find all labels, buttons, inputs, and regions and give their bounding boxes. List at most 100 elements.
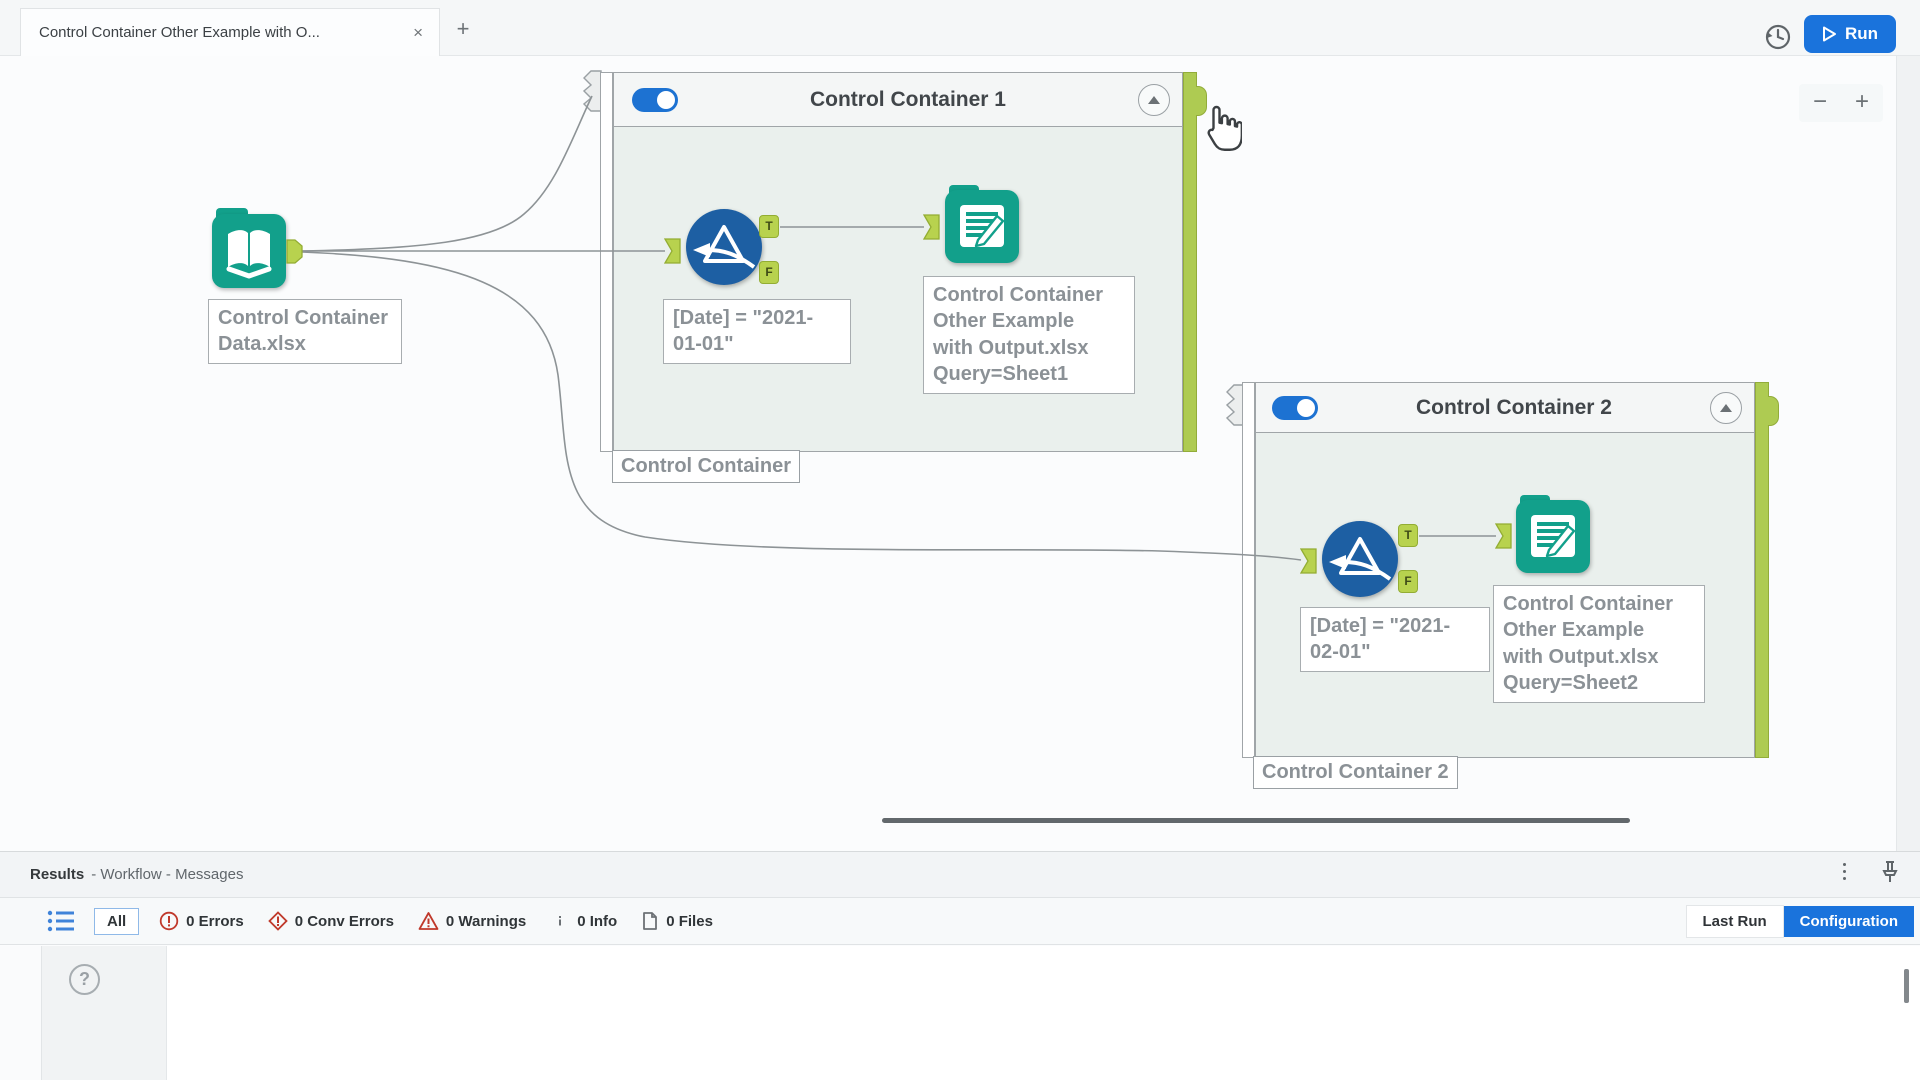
filter1-annotation-line2: 01-01" (673, 331, 841, 357)
container1-header[interactable]: Control Container 1 (614, 73, 1182, 127)
file-icon (641, 911, 659, 931)
results-header: Results - Workflow - Messages (0, 851, 1920, 897)
filter2-annotation-line1: [Date] = "2021- (1310, 613, 1480, 639)
canvas-vertical-scrollbar[interactable] (1896, 56, 1920, 851)
conv-error-icon (268, 911, 288, 931)
container2-output-anchor[interactable] (1768, 396, 1779, 426)
filter-errors-button[interactable]: 0 Errors (159, 911, 244, 931)
message-list-icon[interactable] (46, 908, 76, 934)
last-run-tab[interactable]: Last Run (1686, 905, 1784, 938)
output1-annotation-line2: Other Example (933, 308, 1125, 334)
container1-output-bar (1183, 72, 1197, 452)
filter1-false-anchor[interactable]: F (759, 261, 779, 284)
filter1-annotation[interactable]: [Date] = "2021- 01-01" (663, 299, 851, 364)
output1-annotation-line4: Query=Sheet1 (933, 361, 1125, 387)
pin-icon[interactable] (1878, 859, 1902, 885)
canvas-horizontal-scrollbar[interactable] (882, 818, 1630, 823)
output1-data-tool[interactable] (945, 190, 1019, 263)
container1-title: Control Container 1 (678, 88, 1138, 112)
zoom-in-button[interactable]: + (1846, 88, 1878, 118)
zoom-controls: − + (1799, 84, 1883, 122)
results-title: Results (30, 866, 84, 883)
filter1-tool[interactable] (686, 209, 762, 285)
conv-errors-count: 0 Conv Errors (295, 913, 394, 930)
filter-tool-icon (1322, 521, 1398, 597)
filter-conv-errors-button[interactable]: 0 Conv Errors (268, 911, 394, 931)
input-data-tool-icon (212, 214, 286, 288)
results-vertical-scrollbar[interactable] (1904, 969, 1909, 1003)
output2-annotation[interactable]: Control Container Other Example with Out… (1493, 585, 1705, 703)
output1-annotation-line3: with Output.xlsx (933, 335, 1125, 361)
output1-annotation-line1: Control Container (933, 282, 1125, 308)
toggle-knob (657, 91, 675, 109)
filter-all-button[interactable]: All (94, 908, 139, 935)
filter2-false-anchor[interactable]: F (1398, 570, 1418, 593)
close-tab-icon[interactable]: × (411, 23, 425, 43)
filter2-annotation[interactable]: [Date] = "2021- 02-01" (1300, 607, 1490, 672)
filter-files-button[interactable]: 0 Files (641, 911, 713, 931)
container2-output-bar (1755, 382, 1769, 758)
filter1-input-anchor[interactable] (664, 238, 681, 264)
input-data-tool[interactable] (212, 214, 286, 288)
container1-left-spine[interactable] (600, 72, 613, 452)
warning-icon (418, 911, 439, 931)
filter-tool-icon (686, 209, 762, 285)
history-icon[interactable] (1762, 21, 1794, 53)
filter2-true-anchor[interactable]: T (1398, 524, 1418, 547)
results-body (0, 946, 1920, 1080)
output-data-tool-icon (945, 190, 1019, 263)
container1-collapse-button[interactable] (1138, 84, 1170, 116)
container1-toggle[interactable] (632, 88, 678, 112)
filter1-annotation-line1: [Date] = "2021- (673, 305, 841, 331)
error-icon (159, 911, 179, 931)
errors-count: 0 Errors (186, 913, 244, 930)
container2-toggle[interactable] (1272, 396, 1318, 420)
results-menu-icon[interactable] (1843, 863, 1846, 880)
output2-annotation-line4: Query=Sheet2 (1503, 670, 1695, 696)
new-tab-button[interactable]: + (450, 16, 476, 42)
warnings-count: 0 Warnings (446, 913, 526, 930)
info-count: 0 Info (577, 913, 617, 930)
filter-info-button[interactable]: 0 Info (550, 911, 617, 931)
filter2-tool[interactable] (1322, 521, 1398, 597)
filter1-true-anchor[interactable]: T (759, 215, 779, 238)
output2-input-anchor[interactable] (1495, 523, 1512, 549)
container2-collapse-button[interactable] (1710, 392, 1742, 424)
input-tool-label-line2: Data.xlsx (218, 331, 392, 357)
container2-bottom-label[interactable]: Control Container 2 (1253, 756, 1458, 789)
toggle-knob (1297, 399, 1315, 417)
output-data-tool-icon (1516, 500, 1590, 573)
filter2-input-anchor[interactable] (1300, 548, 1317, 574)
output1-input-anchor[interactable] (923, 214, 940, 240)
container2-header[interactable]: Control Container 2 (1256, 383, 1754, 433)
input-tool-label[interactable]: Control Container Data.xlsx (208, 299, 402, 364)
output2-annotation-line2: Other Example (1503, 617, 1695, 643)
run-button[interactable]: Run (1804, 15, 1896, 53)
run-button-label: Run (1845, 24, 1878, 44)
container2-left-spine[interactable] (1242, 382, 1255, 758)
help-icon[interactable]: ? (69, 964, 100, 995)
hand-cursor (1200, 104, 1242, 158)
container1-bottom-label[interactable]: Control Container (612, 450, 800, 483)
zoom-out-button[interactable]: − (1804, 88, 1836, 118)
input-tool-output-anchor[interactable] (286, 239, 303, 264)
filter-warnings-button[interactable]: 0 Warnings (418, 911, 526, 931)
output2-data-tool[interactable] (1516, 500, 1590, 573)
input-tool-label-line1: Control Container (218, 305, 392, 331)
filter2-annotation-line2: 02-01" (1310, 639, 1480, 665)
workflow-tab[interactable]: Control Container Other Example with O..… (20, 8, 440, 56)
configuration-tab[interactable]: Configuration (1784, 906, 1914, 937)
chevron-up-icon (1720, 404, 1732, 412)
chevron-up-icon (1148, 96, 1160, 104)
play-icon (1822, 26, 1837, 42)
output2-annotation-line1: Control Container (1503, 591, 1695, 617)
results-subtitle: - Workflow - Messages (91, 866, 243, 883)
results-toolbar: All 0 Errors 0 Conv Errors 0 Warnings 0 … (0, 897, 1920, 945)
results-left-rail (0, 946, 42, 1080)
workflow-tab-title: Control Container Other Example with O..… (39, 24, 411, 41)
output1-annotation[interactable]: Control Container Other Example with Out… (923, 276, 1135, 394)
output2-annotation-line3: with Output.xlsx (1503, 644, 1695, 670)
results-gutter (42, 946, 167, 1080)
container2-title: Control Container 2 (1318, 396, 1710, 420)
files-count: 0 Files (666, 913, 713, 930)
